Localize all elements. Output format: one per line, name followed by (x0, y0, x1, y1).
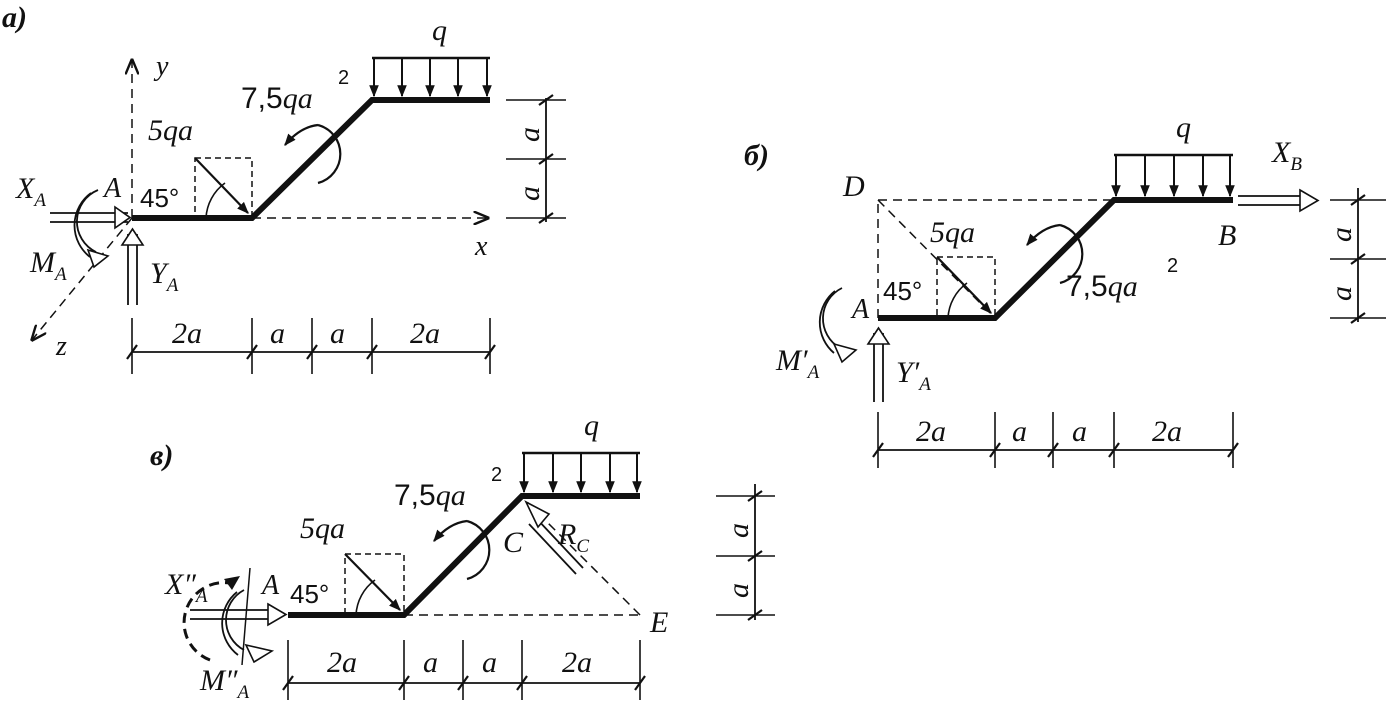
force-label-a: 5qa (148, 114, 193, 147)
vertical-dimension-c (716, 484, 775, 621)
angle-label-c: 45° (290, 579, 329, 609)
moment-label-b: 7,5qa 2 (1066, 255, 1178, 303)
point-E-label: E (649, 606, 668, 639)
dim-c-1: 2a (327, 646, 357, 679)
panel-a: а) y x z q 7,5qa 2 5qa 45° (2, 1, 566, 374)
svg-text:7,5qa: 7,5qa (394, 479, 466, 512)
point-A-label-a: A (102, 173, 122, 204)
svg-text:2: 2 (491, 464, 502, 486)
moment-label-a: 7,5qa 2 (241, 67, 349, 115)
vdim-c-1: a (722, 523, 755, 538)
svg-text:2: 2 (338, 67, 349, 89)
dim-c-2: a (423, 646, 438, 679)
moment-arc-a (317, 123, 342, 185)
force-label-c: 5qa (300, 512, 345, 545)
distributed-load-c (519, 451, 642, 494)
vertical-dimension-b (1330, 188, 1386, 324)
reaction-YA-prime-label: Y′A (896, 356, 931, 395)
reaction-XA-double-prime-arrow (190, 602, 288, 627)
vdim-a-2: a (513, 186, 546, 201)
axis-y-label: y (153, 51, 169, 82)
axis-z-label: z (55, 331, 67, 362)
beam-b (878, 197, 1233, 321)
point-B-label: B (1218, 219, 1236, 252)
beam-a (132, 97, 490, 221)
reaction-YA-prime-arrow (866, 326, 891, 402)
beam-c (288, 493, 640, 618)
reaction-XB-arrow (1238, 188, 1320, 213)
angle-label-a: 45° (140, 183, 179, 213)
reaction-XB-label: XB (1271, 136, 1302, 175)
dim-b-3: a (1072, 415, 1087, 448)
point-A-label-b: A (850, 294, 870, 325)
vdim-b-1: a (1325, 227, 1358, 242)
moment-label-c: 7,5qa 2 (394, 464, 502, 512)
dim-b-4: 2a (1152, 415, 1182, 448)
reaction-XA-arrow (50, 205, 132, 230)
dim-b-2: a (1012, 415, 1027, 448)
load-q-label-a: q (432, 14, 447, 47)
svg-text:7,5qa: 7,5qa (241, 82, 313, 115)
svg-text:7,5qa: 7,5qa (1066, 270, 1138, 303)
reaction-MA-double-prime-label: M″A (199, 664, 250, 703)
dim-a-3: a (330, 317, 345, 350)
moment-arc-c (466, 519, 491, 581)
point-A-label-c: A (260, 570, 280, 601)
angle-label-b: 45° (883, 276, 922, 306)
panel-a-tag: а) (2, 1, 27, 34)
force-label-b: 5qa (930, 216, 975, 249)
dim-a-4: 2a (410, 317, 440, 350)
horizontal-dimension-c (282, 640, 646, 700)
panel-b-tag: б) (744, 139, 769, 172)
panel-b: б) D q 7,5qa 2 5qa 45° A B (744, 111, 1386, 468)
reaction-MA-prime-label: M′A (775, 344, 820, 383)
vdim-a-1: a (513, 127, 546, 142)
reaction-XA-double-prime-label: X″A (164, 568, 208, 607)
reaction-XA-label: XA (15, 172, 46, 211)
dim-a-1: 2a (172, 317, 202, 350)
reaction-RC-label: RC (557, 518, 589, 557)
vdim-c-2: a (722, 583, 755, 598)
vertical-dimension-a (506, 94, 566, 224)
horizontal-dimension-b (872, 412, 1239, 468)
point-D-label: D (842, 170, 865, 203)
load-q-label-b: q (1176, 111, 1191, 144)
axis-x-label: x (474, 231, 488, 262)
reaction-YA-arrow (120, 227, 145, 305)
distributed-load-a (369, 56, 492, 98)
reaction-MA-prime-arrow (818, 287, 858, 364)
reaction-MA-arrow (73, 189, 110, 269)
dim-b-1: 2a (916, 415, 946, 448)
reaction-MA-double-prime-arrow (221, 589, 275, 664)
panel-c-tag: в) (150, 439, 173, 472)
point-C-label: C (503, 526, 524, 559)
moment-arc-b (1059, 223, 1084, 285)
svg-text:2: 2 (1167, 255, 1178, 277)
distributed-load-b (1111, 153, 1235, 198)
load-q-label-c: q (584, 409, 599, 442)
dim-c-3: a (482, 646, 497, 679)
dim-a-2: a (270, 317, 285, 350)
vdim-b-2: a (1325, 286, 1358, 301)
z-axis (32, 217, 133, 340)
panel-c: в) E q 7,5qa 2 5qa 45° A C (150, 409, 775, 703)
reaction-RC-arrow (524, 500, 584, 575)
dim-c-4: 2a (562, 646, 592, 679)
reaction-MA-label: MA (29, 246, 67, 285)
force-box-a (194, 157, 253, 219)
horizontal-dimension-a (126, 318, 496, 374)
reaction-YA-label: YA (150, 257, 179, 296)
